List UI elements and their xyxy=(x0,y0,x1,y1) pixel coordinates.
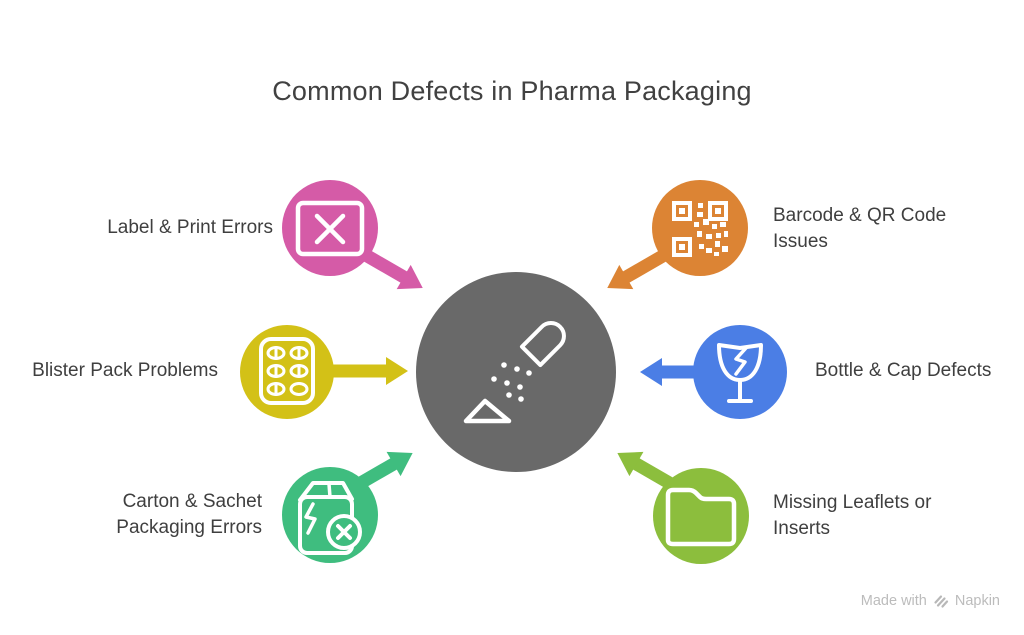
node-bottle-cap-defects xyxy=(693,325,787,419)
damaged-carton-icon xyxy=(298,481,362,555)
center-node xyxy=(416,272,616,472)
watermark-brand: Napkin xyxy=(954,593,1000,609)
center-circle xyxy=(416,272,616,472)
node-label-blister-pack-problems: Blister Pack Problems xyxy=(32,360,218,381)
node-missing-leaflets-inserts xyxy=(653,468,749,564)
node-barcode-qr-issues xyxy=(652,180,748,276)
label-x-icon xyxy=(295,200,365,257)
made-with-napkin-badge[interactable]: Made with Napkin xyxy=(861,593,1000,609)
node-label-carton-sachet-errors: Carton & Sachet Packaging Errors xyxy=(116,491,262,538)
node-label-missing-leaflets-inserts: Missing Leaflets or Inserts xyxy=(773,492,932,539)
node-blister-pack-problems xyxy=(240,325,334,419)
qr-code-icon xyxy=(672,201,728,257)
node-label-label-print-errors: Label & Print Errors xyxy=(107,217,273,238)
node-label-print-errors xyxy=(282,180,378,276)
node-carton-sachet-errors xyxy=(282,467,378,563)
node-label-barcode-qr-issues: Barcode & QR Code Issues xyxy=(773,205,947,252)
blister-pack-icon xyxy=(259,337,315,405)
node-circle xyxy=(693,325,787,419)
node-circle xyxy=(240,325,334,419)
arrow-blister-pack-problems xyxy=(322,357,408,385)
napkin-logo-icon xyxy=(934,595,948,608)
folder-icon xyxy=(665,487,737,547)
node-circle xyxy=(652,180,748,276)
node-label-bottle-cap-defects: Bottle & Cap Defects xyxy=(815,360,992,381)
broken-glass-icon xyxy=(717,343,763,403)
page-title: Common Defects in Pharma Packaging xyxy=(272,76,752,106)
watermark-prefix: Made with xyxy=(860,593,927,609)
pill-capsule-spill-icon xyxy=(463,321,566,424)
